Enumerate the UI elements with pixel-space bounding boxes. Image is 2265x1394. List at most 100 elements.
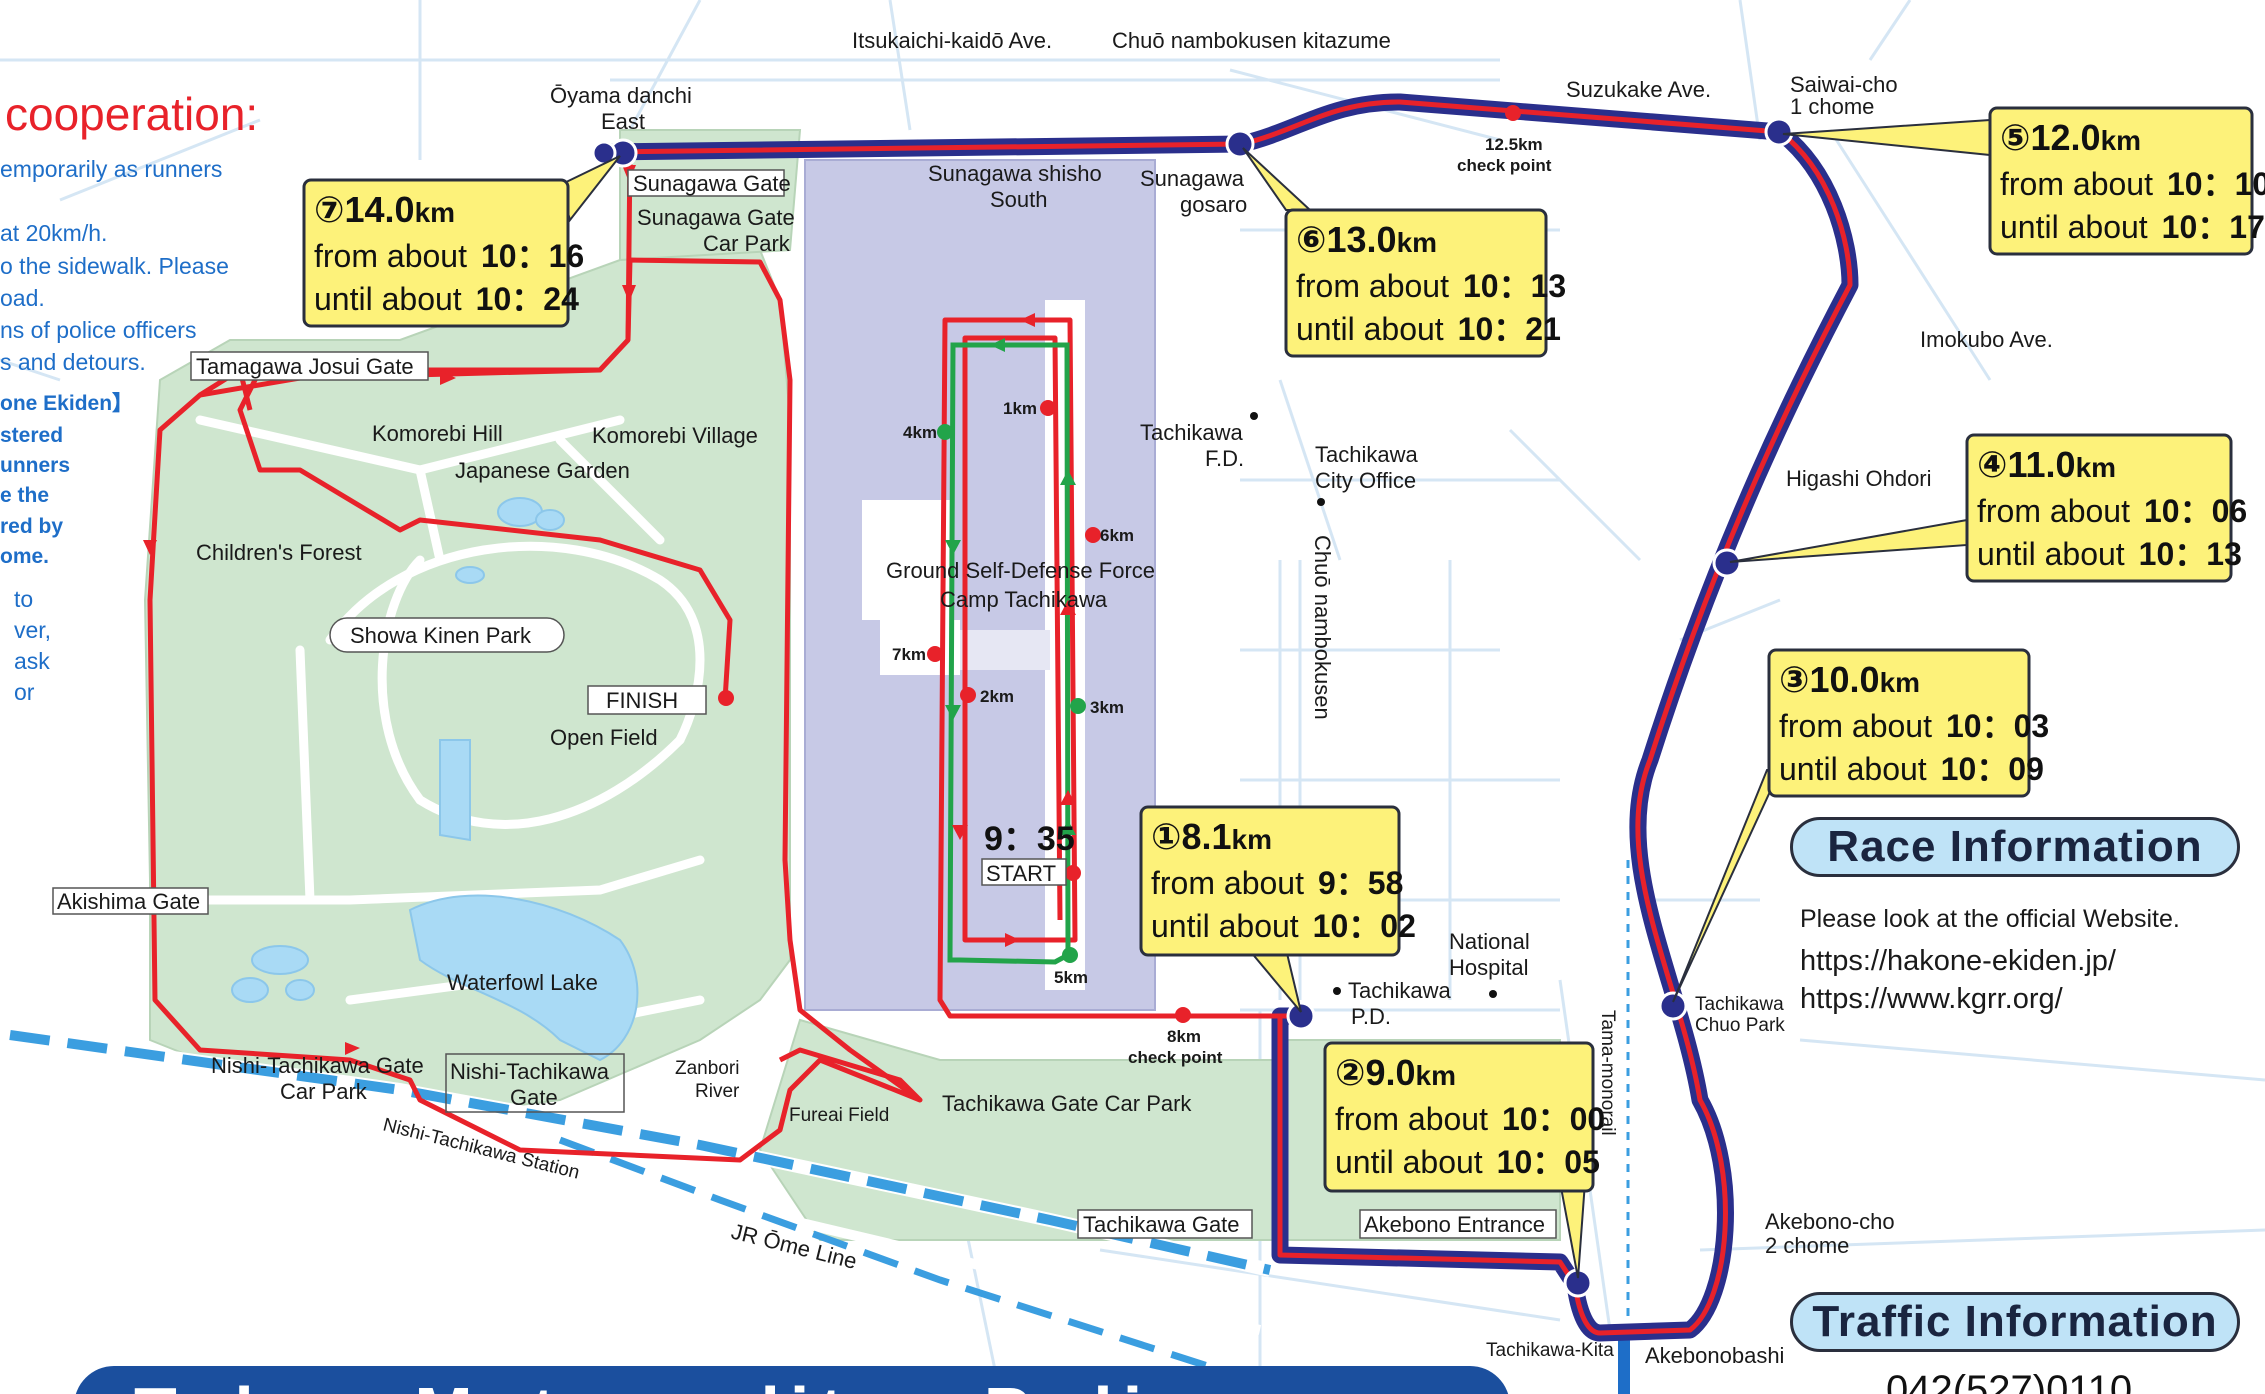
callout-part: 9.0 [1365, 1052, 1415, 1093]
street-chuo-kitazume: Chuō nambokusen kitazume [1112, 28, 1391, 53]
place-start: START [986, 861, 1056, 886]
callout-box [1965, 433, 2233, 583]
callout-part: 14.0 [344, 189, 414, 230]
place-tachikawa-gate: Tachikawa Gate [1083, 1212, 1240, 1237]
place-akebono-cho-2: 2 chome [1765, 1233, 1849, 1258]
place-camp-2: Camp Tachikawa [940, 587, 1108, 612]
place-city-office-2: City Office [1315, 468, 1416, 493]
callout-part: from about [1335, 1101, 1488, 1137]
callout-until: until about 10：02 [1151, 908, 1416, 944]
start-time: 9：35 [984, 820, 1075, 858]
place-saiwai-2: 1 chome [1790, 94, 1874, 119]
callout-part: until about [1151, 908, 1299, 944]
place-chuo-park-2: Chuo Park [1695, 1015, 1785, 1036]
callout-part: ⑥ [1296, 219, 1326, 260]
km-5: 5km [1054, 968, 1088, 987]
callout-part: ③ [1779, 659, 1809, 700]
place-hospital-2: Hospital [1449, 955, 1528, 980]
notice-sub-6: to [14, 586, 33, 612]
callout-km: ③10.0km [1779, 659, 1920, 700]
km-2: 2km [980, 687, 1014, 706]
callout-part: from about [1977, 493, 2130, 529]
callout-part: until about [1779, 751, 1927, 787]
map-labels: Itsukaichi-kaidō Ave. Chuō nambokusen ki… [52, 28, 2053, 1368]
place-sunagawa-carpark-2: Car Park [703, 231, 791, 256]
callout-part: 12.0 [2030, 117, 2100, 158]
place-fureai: Fureai Field [789, 1105, 889, 1126]
callout-part: km [2101, 125, 2141, 156]
notice-sub-5: ome. [0, 545, 49, 568]
place-hospital-1: National [1449, 929, 1530, 954]
callout-part: 10：06 [2144, 493, 2247, 529]
street-tama-monorail: Tama-monorail [1597, 1010, 1618, 1136]
callout-part: 8.1 [1181, 816, 1231, 857]
race-info-url-2[interactable]: https://www.kgrr.org/ [1800, 983, 2063, 1015]
callout-km: ⑤12.0km [2000, 117, 2141, 158]
place-tachikawa-kita: Tachikawa-Kita [1486, 1340, 1614, 1361]
km-8-1: 8km [1167, 1027, 1201, 1046]
callout-part: ④ [1977, 444, 2007, 485]
callout-part: km [1397, 227, 1437, 258]
place-oyama-1: Ōyama danchi [550, 83, 692, 108]
callout-part: until about [1977, 536, 2125, 572]
notice-sub-7: ver, [14, 617, 51, 643]
camp-white-block-3 [880, 620, 960, 675]
callout-part: km [1880, 667, 1920, 698]
place-gosaro-2: gosaro [1180, 192, 1247, 217]
callout-km: ①8.1km [1151, 816, 1272, 857]
callout-km: ②9.0km [1335, 1052, 1456, 1093]
street-suzukake: Suzukake Ave. [1566, 77, 1711, 102]
place-tachikawa-carpark: Tachikawa Gate Car Park [942, 1091, 1192, 1116]
notice-line-2: at 20km/h. [0, 220, 107, 246]
notice-line-6: s and detours. [0, 349, 146, 375]
callout-part: 10：03 [1946, 708, 2049, 744]
callout-pointers [558, 118, 1991, 1279]
callout-part: 10：05 [1497, 1144, 1600, 1180]
km-1: 1km [1003, 399, 1037, 418]
place-nishi-carpark-1: Nishi-Tachikawa Gate [211, 1053, 424, 1078]
water-bodies [231, 497, 639, 1062]
callout-part: 11.0 [2007, 444, 2075, 485]
place-sunagawa-gate: Sunagawa Gate [633, 171, 791, 196]
race-info-title: Race Information [1790, 817, 2240, 877]
km-7: 7km [892, 645, 926, 664]
place-childrens-forest: Children's Forest [196, 540, 362, 565]
callout-box [302, 178, 570, 328]
place-nishi-gate-1: Nishi-Tachikawa [450, 1059, 610, 1084]
place-saiwai-1: Saiwai-cho [1790, 72, 1898, 97]
callout-from: from about 10：10 [2000, 166, 2265, 202]
callout-part: 10：09 [1941, 751, 2044, 787]
street-chuo-nambokusen: Chuō nambokusen [1310, 535, 1335, 720]
notice-sub-8: ask [14, 648, 50, 674]
race-info-text: Please look at the official Website. [1800, 905, 2180, 933]
street-imokubo: Imokubo Ave. [1920, 327, 2053, 352]
km-8-2: check point [1128, 1048, 1223, 1067]
place-waterfowl-lake: Waterfowl Lake [447, 970, 598, 995]
place-akebono-entrance: Akebono Entrance [1364, 1212, 1545, 1237]
race-info-url-1[interactable]: https://hakone-ekiden.jp/ [1800, 945, 2116, 977]
callout-km: ④11.0km [1977, 444, 2116, 485]
km-12-5-2: check point [1457, 156, 1552, 175]
callout-part: 10：13 [1463, 268, 1566, 304]
place-akishima-gate: Akishima Gate [57, 889, 200, 914]
callout-part: from about [1151, 865, 1304, 901]
callout-part: 10：10 [2167, 166, 2265, 202]
place-oyama-2: East [601, 109, 645, 134]
traffic-info-phone: 042(527)0110 [1886, 1368, 2133, 1394]
notice-sub-2: unners [0, 454, 70, 477]
callout-part: km [415, 197, 455, 228]
place-akebono-cho-1: Akebono-cho [1765, 1209, 1895, 1234]
callout-part: from about [2000, 166, 2153, 202]
place-showa-park: Showa Kinen Park [350, 623, 532, 648]
place-fd-1: Tachikawa [1140, 420, 1243, 445]
callout-km: ⑦14.0km [314, 189, 455, 230]
callout-part: 10：02 [1313, 908, 1416, 944]
